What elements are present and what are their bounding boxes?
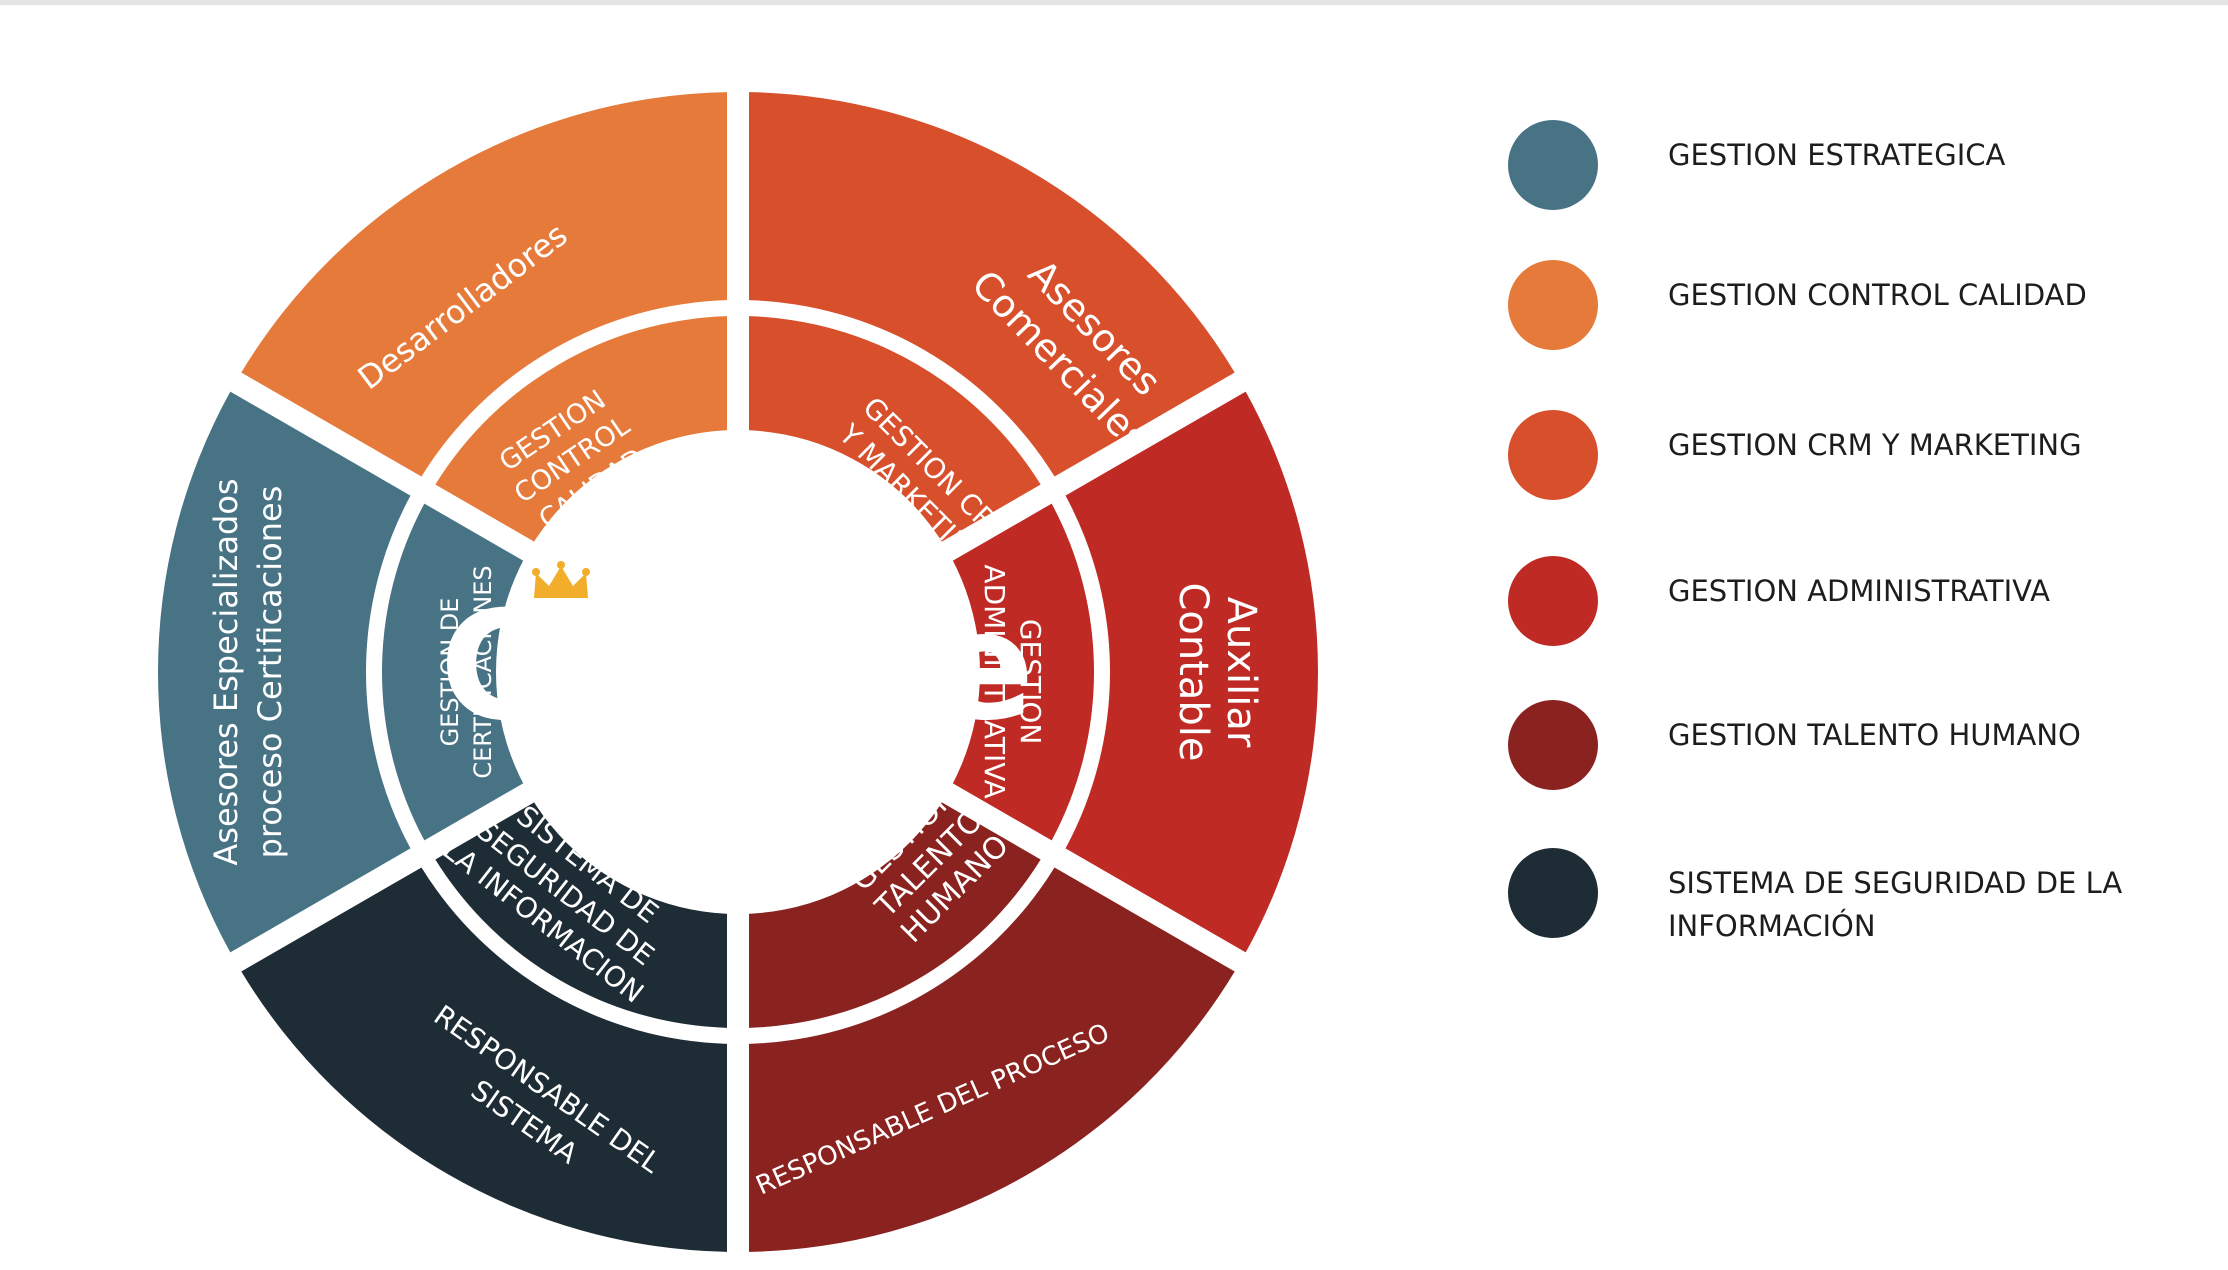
outer-ring-certificaciones [158,391,411,953]
inner-label-admin-line: ADMINISTRATIVA [978,564,1011,798]
outer-ring-admin [1065,391,1318,953]
inner-label-admin-line: GESTION [1014,619,1047,745]
legend-label: GESTION ADMINISTRATIVA [1668,574,2050,608]
outer-label-certificaciones-line: Asesores Especializados [207,478,245,865]
legend-dot [1508,410,1598,500]
outer-ring-calidad [241,92,728,477]
outer-ring-talento [749,867,1235,1252]
legend-item-gestion-crm-marketing: GESTION CRM Y MARKETING [1508,410,2208,502]
outer-label-certificaciones-line: proceso Certificaciones [251,486,289,859]
inner-label-certificaciones-line: GESTION DE [436,598,464,747]
top-divider [0,0,2228,5]
legend-dot [1508,120,1598,210]
process-wheel-diagram: GESTION CRMY MARKETINGAsesoresComerciale… [158,92,1318,1252]
legend-item-sistema-seguridad: SISTEMA DE SEGURIDAD DE LA INFORMACIÓN [1508,848,2208,943]
legend-label: GESTION CONTROL CALIDAD [1668,278,2087,312]
center-logo: Cliente [440,430,1035,914]
legend-label: GESTION CRM Y MARKETING [1668,428,2082,462]
legend-item-gestion-estrategica: GESTION ESTRATEGICA [1508,120,2208,212]
legend-item-gestion-control-calidad: GESTION CONTROL CALIDAD [1508,260,2208,352]
legend-item-gestion-talento-humano: GESTION TALENTO HUMANO [1508,700,2208,792]
outer-ring-crm [749,92,1235,477]
legend-dot [1508,700,1598,790]
crown-icon [532,561,590,598]
inner-label-certificaciones-line: CERTIFICACIONES [469,565,497,778]
logo-text: Cliente [440,580,1035,754]
outer-ring-seguridad [241,867,728,1252]
legend-label: GESTION TALENTO HUMANO [1668,718,2081,752]
segment-admin: GESTIONADMINISTRATIVA AuxiliarContable [899,391,1318,953]
legend-dot [1508,260,1598,350]
outer-label-admin-line: Auxiliar [1218,597,1264,748]
legend-label: GESTION ESTRATEGICA [1668,138,2006,172]
legend-dot [1508,556,1598,646]
outer-label-admin: AuxiliarContable [1170,582,1264,761]
outer-label-admin-line: Contable [1170,582,1216,761]
inner-label-admin: GESTIONADMINISTRATIVA [978,564,1047,798]
legend-label: SISTEMA DE SEGURIDAD DE LA INFORMACIÓN [1668,866,2123,943]
legend-item-gestion-administrativa: GESTION ADMINISTRATIVA [1508,556,2208,648]
legend-dot [1508,848,1598,938]
